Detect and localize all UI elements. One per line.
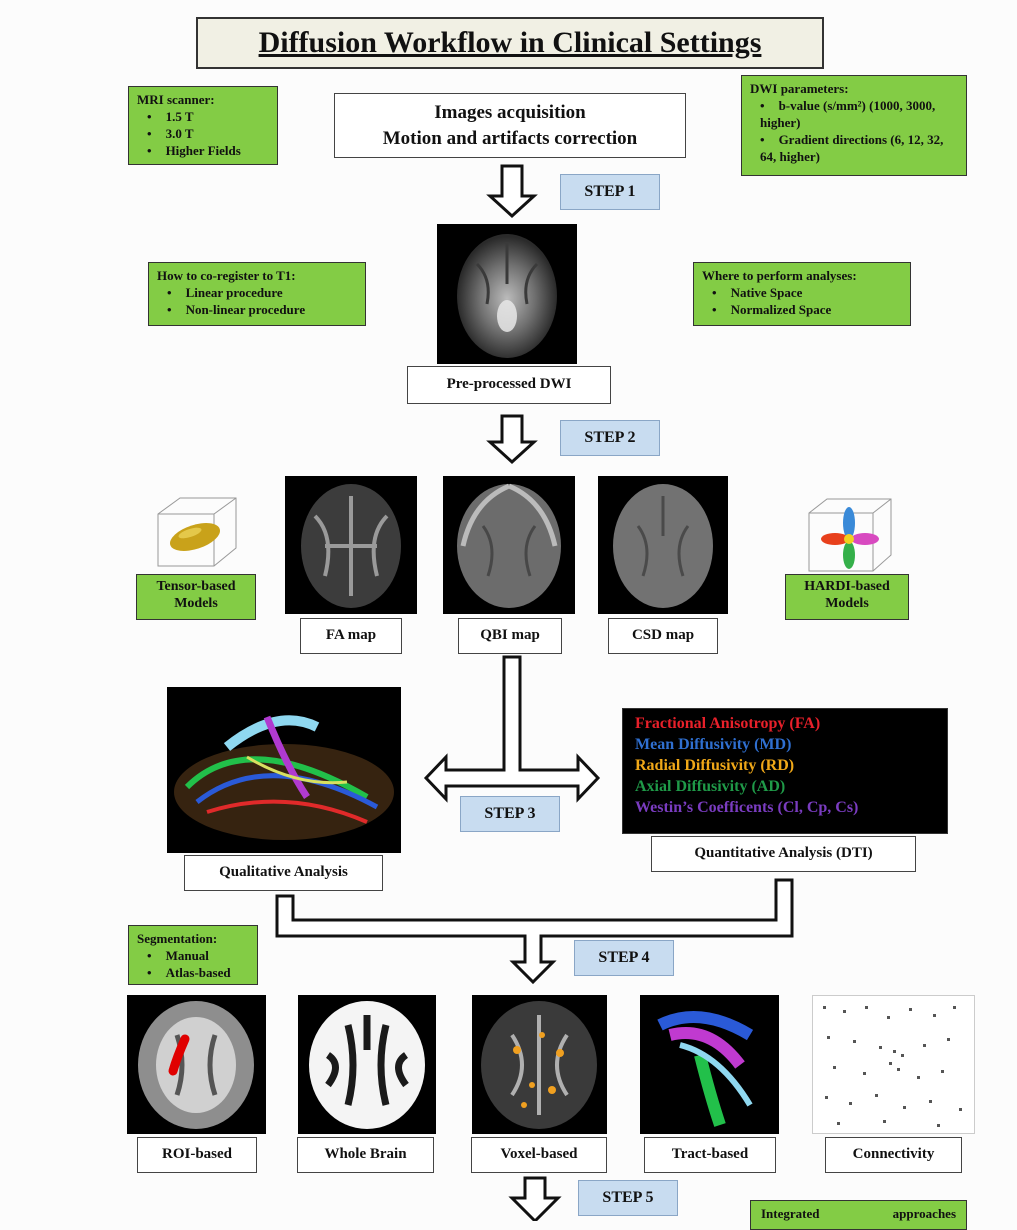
analysis-space-heading: Where to perform analyses: <box>702 268 857 283</box>
preprocessed-dwi-image <box>437 224 577 364</box>
voxel-based-image <box>472 995 607 1134</box>
segmentation-item: Atlas-based <box>147 964 249 981</box>
qbi-map-image <box>443 476 575 614</box>
segmentation-box: Segmentation: Manual Atlas-based <box>128 925 258 985</box>
dwi-parameter-item: Gradient directions (6, 12, 32, 64, high… <box>760 131 958 165</box>
segmentation-heading: Segmentation: <box>137 931 218 946</box>
tract-based-label: Tract-based <box>644 1137 776 1173</box>
metric-westin: Westin’s Coefficents (Cl, Cp, Cs) <box>635 799 859 816</box>
analysis-space-box: Where to perform analyses: Native Space … <box>693 262 911 326</box>
scanner-item: Higher Fields <box>147 142 269 159</box>
metric-ad: Axial Diffusivity (AD) <box>635 778 786 795</box>
qbi-brain-slice <box>457 483 561 608</box>
tractography-render <box>174 715 394 840</box>
tensor-label-line-1: Tensor-based <box>156 579 236 594</box>
fa-map-label: FA map <box>300 618 402 654</box>
hardi-models-label: HARDI-based Models <box>785 574 909 620</box>
step-2-label: STEP 2 <box>560 420 660 456</box>
hardi-odf-icon <box>808 498 892 572</box>
connectivity-matrix-image <box>812 995 975 1134</box>
fa-brain-slice <box>301 484 401 608</box>
coregister-heading: How to co-register to T1: <box>157 268 296 283</box>
roi-brain-slice <box>138 1001 254 1129</box>
tract-based-image <box>640 995 779 1134</box>
whole-brain-image <box>298 995 436 1134</box>
acquisition-line-1: Images acquisition <box>434 102 586 123</box>
connectivity-label: Connectivity <box>825 1137 962 1173</box>
step-1-label: STEP 1 <box>560 174 660 210</box>
tract-render <box>657 1011 754 1127</box>
analysis-space-item: Normalized Space <box>712 301 902 318</box>
step-4-label: STEP 4 <box>574 940 674 976</box>
dwi-parameters-box: DWI parameters: b-value (s/mm²) (1000, 3… <box>741 75 967 176</box>
roi-based-image <box>127 995 266 1134</box>
step-5-arrow <box>508 1176 562 1221</box>
tensor-ellipsoid-icon <box>157 497 237 567</box>
tensor-model-cube <box>150 492 240 572</box>
hardi-label-line-1: HARDI-based <box>804 579 890 594</box>
metric-fa: Fractional Anisotropy (FA) <box>635 715 821 732</box>
whole-brain-mask <box>309 1001 425 1129</box>
metric-rd: Radial Diffusivity (RD) <box>635 757 795 774</box>
preprocessed-dwi-label: Pre-processed DWI <box>407 366 611 404</box>
roi-based-label: ROI-based <box>137 1137 257 1173</box>
tensor-models-label: Tensor-based Models <box>136 574 256 620</box>
hardi-model-cube <box>805 495 895 575</box>
voxel-based-label: Voxel-based <box>471 1137 607 1173</box>
scanner-item: 3.0 T <box>147 125 269 142</box>
qualitative-analysis-label: Qualitative Analysis <box>184 855 383 891</box>
segmentation-item: Manual <box>147 947 249 964</box>
step-4-merge-arrow <box>275 878 794 985</box>
connectivity-matrix <box>823 1006 962 1127</box>
quantitative-analysis-label: Quantitative Analysis (DTI) <box>651 836 916 872</box>
step-5-label: STEP 5 <box>578 1180 678 1216</box>
qbi-map-label: QBI map <box>458 618 562 654</box>
dti-metrics-box: Fractional Anisotropy (FA) Mean Diffusiv… <box>622 708 948 834</box>
csd-map-image <box>598 476 728 614</box>
coregister-box: How to co-register to T1: Linear procedu… <box>148 262 366 326</box>
diagram-title: Diffusion Workflow in Clinical Settings <box>196 17 824 69</box>
csd-brain-slice <box>613 484 713 608</box>
fa-map-image <box>285 476 417 614</box>
step-3-label: STEP 3 <box>460 796 560 832</box>
dwi-parameter-item: b-value (s/mm²) (1000, 3000, higher) <box>760 97 958 131</box>
preprocessed-brain-slice <box>457 234 557 358</box>
tensor-label-line-2: Models <box>174 596 218 611</box>
scanner-item: 1.5 T <box>147 108 269 125</box>
integrated-approaches-label: Integrated approaches <box>761 1206 956 1221</box>
mri-scanner-heading: MRI scanner: <box>137 92 215 107</box>
mri-scanner-box: MRI scanner: 1.5 T 3.0 T Higher Fields <box>128 86 278 165</box>
step-3-fork-arrow <box>423 655 601 803</box>
metric-md: Mean Diffusivity (MD) <box>635 736 792 753</box>
step-2-arrow <box>486 414 538 465</box>
acquisition-box: Images acquisition Motion and artifacts … <box>334 93 686 158</box>
step-1-arrow <box>486 164 538 219</box>
whole-brain-label: Whole Brain <box>297 1137 434 1173</box>
analysis-space-item: Native Space <box>712 284 902 301</box>
csd-map-label: CSD map <box>608 618 718 654</box>
acquisition-line-2: Motion and artifacts correction <box>382 128 638 149</box>
voxel-brain-slice <box>481 1001 597 1129</box>
hardi-label-line-2: Models <box>825 596 869 611</box>
tractography-image <box>167 687 401 853</box>
dwi-parameters-heading: DWI parameters: <box>750 81 849 96</box>
coregister-item: Linear procedure <box>167 284 357 301</box>
coregister-item: Non-linear procedure <box>167 301 357 318</box>
